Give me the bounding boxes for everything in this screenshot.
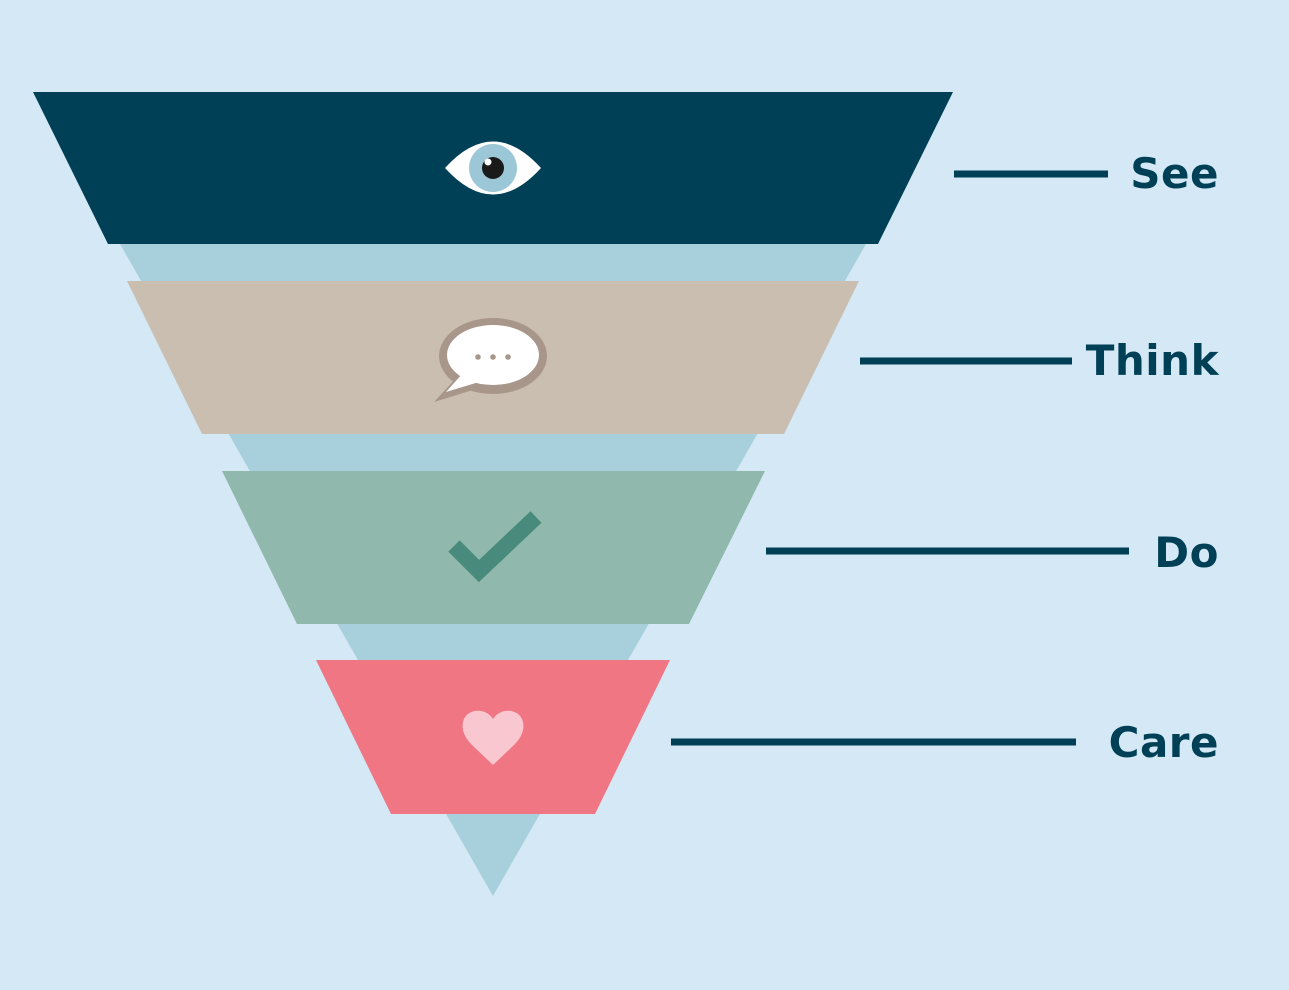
stage-label-do: Do — [1154, 528, 1219, 577]
speech-bubble-icon — [434, 318, 547, 402]
heart-icon — [462, 710, 524, 765]
stage-label-care: Care — [1108, 718, 1219, 767]
stage-label-think: Think — [1085, 336, 1219, 385]
eye-icon — [445, 141, 541, 195]
checkmark-icon — [448, 511, 542, 583]
stage-label-see: See — [1130, 149, 1219, 198]
